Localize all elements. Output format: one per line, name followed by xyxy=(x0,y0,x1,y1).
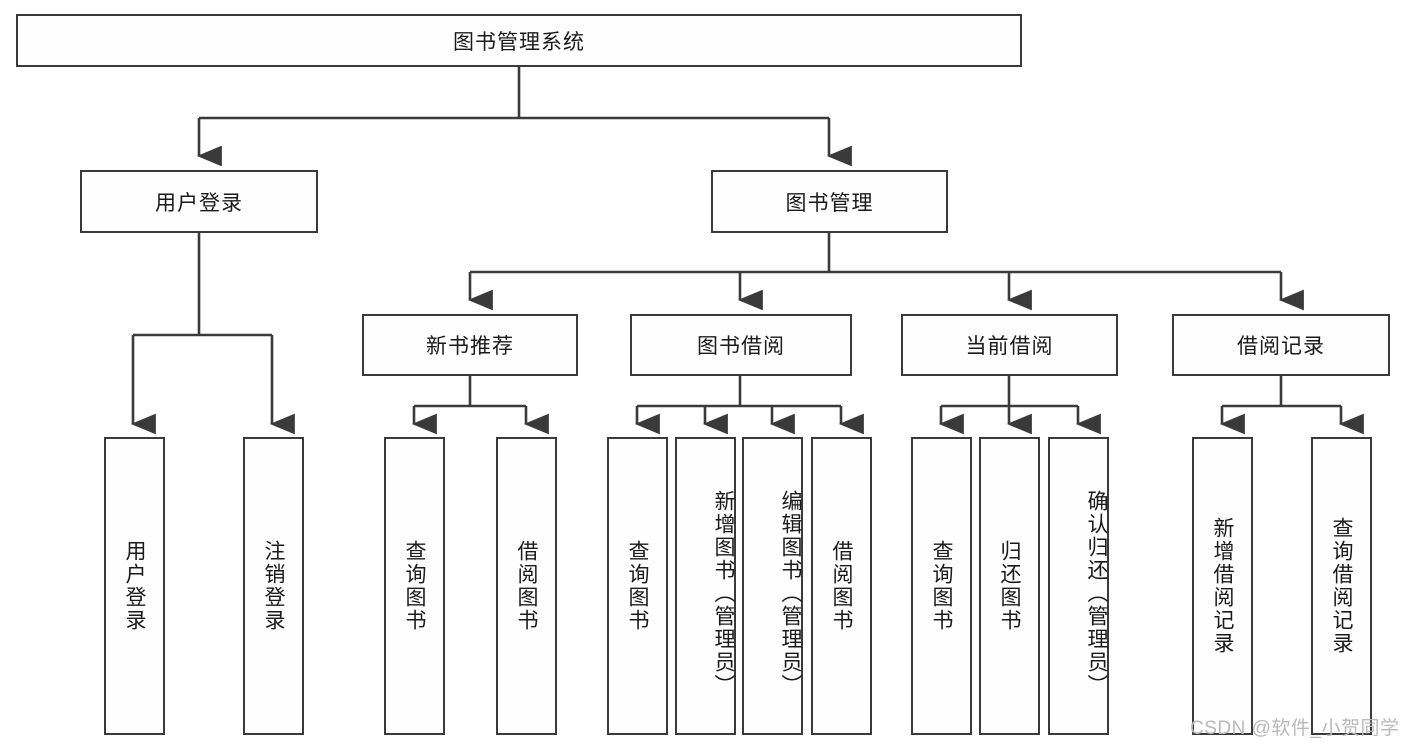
leaf-add-book[interactable]: 新增图书（管理员） xyxy=(675,437,736,735)
node-label: 注销登录 xyxy=(262,540,285,632)
node-label: 用户登录 xyxy=(155,191,243,215)
node-user-login[interactable]: 用户登录 xyxy=(80,170,318,233)
leaf-query-book-1[interactable]: 查询图书 xyxy=(384,437,445,735)
node-label: 借阅图书 xyxy=(830,540,853,632)
watermark-text: CSDN @软件_小贺同学 xyxy=(1190,718,1400,739)
leaf-query-book-3[interactable]: 查询图书 xyxy=(911,437,972,735)
node-label: 查询图书 xyxy=(403,540,426,632)
node-book-management[interactable]: 图书管理 xyxy=(711,170,948,233)
node-label: 归还图书 xyxy=(998,540,1021,632)
leaf-return-book[interactable]: 归还图书 xyxy=(979,437,1040,735)
node-label: 查询图书 xyxy=(626,540,649,632)
node-label: 查询借阅记录 xyxy=(1330,517,1353,655)
leaf-confirm-return[interactable]: 确认归还（管理员） xyxy=(1048,437,1109,735)
leaf-user-login[interactable]: 用户登录 xyxy=(104,437,165,735)
node-label: 图书借阅 xyxy=(697,335,785,358)
node-book-management-system[interactable]: 图书管理系统 xyxy=(16,14,1022,67)
node-label: 新增图书（管理员） xyxy=(712,489,735,697)
node-borrow-record[interactable]: 借阅记录 xyxy=(1172,314,1390,376)
leaf-add-record[interactable]: 新增借阅记录 xyxy=(1192,437,1253,735)
node-label: 当前借阅 xyxy=(965,335,1054,358)
node-label: 查询图书 xyxy=(930,540,953,632)
node-label: 借阅图书 xyxy=(515,540,538,632)
leaf-logout-login[interactable]: 注销登录 xyxy=(243,437,304,735)
node-label: 用户登录 xyxy=(123,540,146,632)
node-label: 新书推荐 xyxy=(426,335,514,358)
node-label: 确认归还（管理员） xyxy=(1085,489,1108,697)
node-label: 编辑图书（管理员） xyxy=(779,489,802,697)
node-book-borrow[interactable]: 图书借阅 xyxy=(630,314,852,376)
leaf-borrow-book-1[interactable]: 借阅图书 xyxy=(496,437,557,735)
csdn-watermark: CSDN @软件_小贺同学 xyxy=(1190,713,1399,740)
node-current-borrow[interactable]: 当前借阅 xyxy=(901,314,1118,376)
leaf-query-record[interactable]: 查询借阅记录 xyxy=(1311,437,1372,735)
leaf-borrow-book-2[interactable]: 借阅图书 xyxy=(811,437,872,735)
node-new-book-recommend[interactable]: 新书推荐 xyxy=(362,314,578,376)
node-label: 图书管理系统 xyxy=(453,30,585,54)
node-label: 图书管理 xyxy=(785,191,874,215)
leaf-query-book-2[interactable]: 查询图书 xyxy=(607,437,668,735)
node-label: 新增借阅记录 xyxy=(1211,517,1234,655)
node-label: 借阅记录 xyxy=(1237,335,1325,358)
leaf-edit-book[interactable]: 编辑图书（管理员） xyxy=(742,437,803,735)
